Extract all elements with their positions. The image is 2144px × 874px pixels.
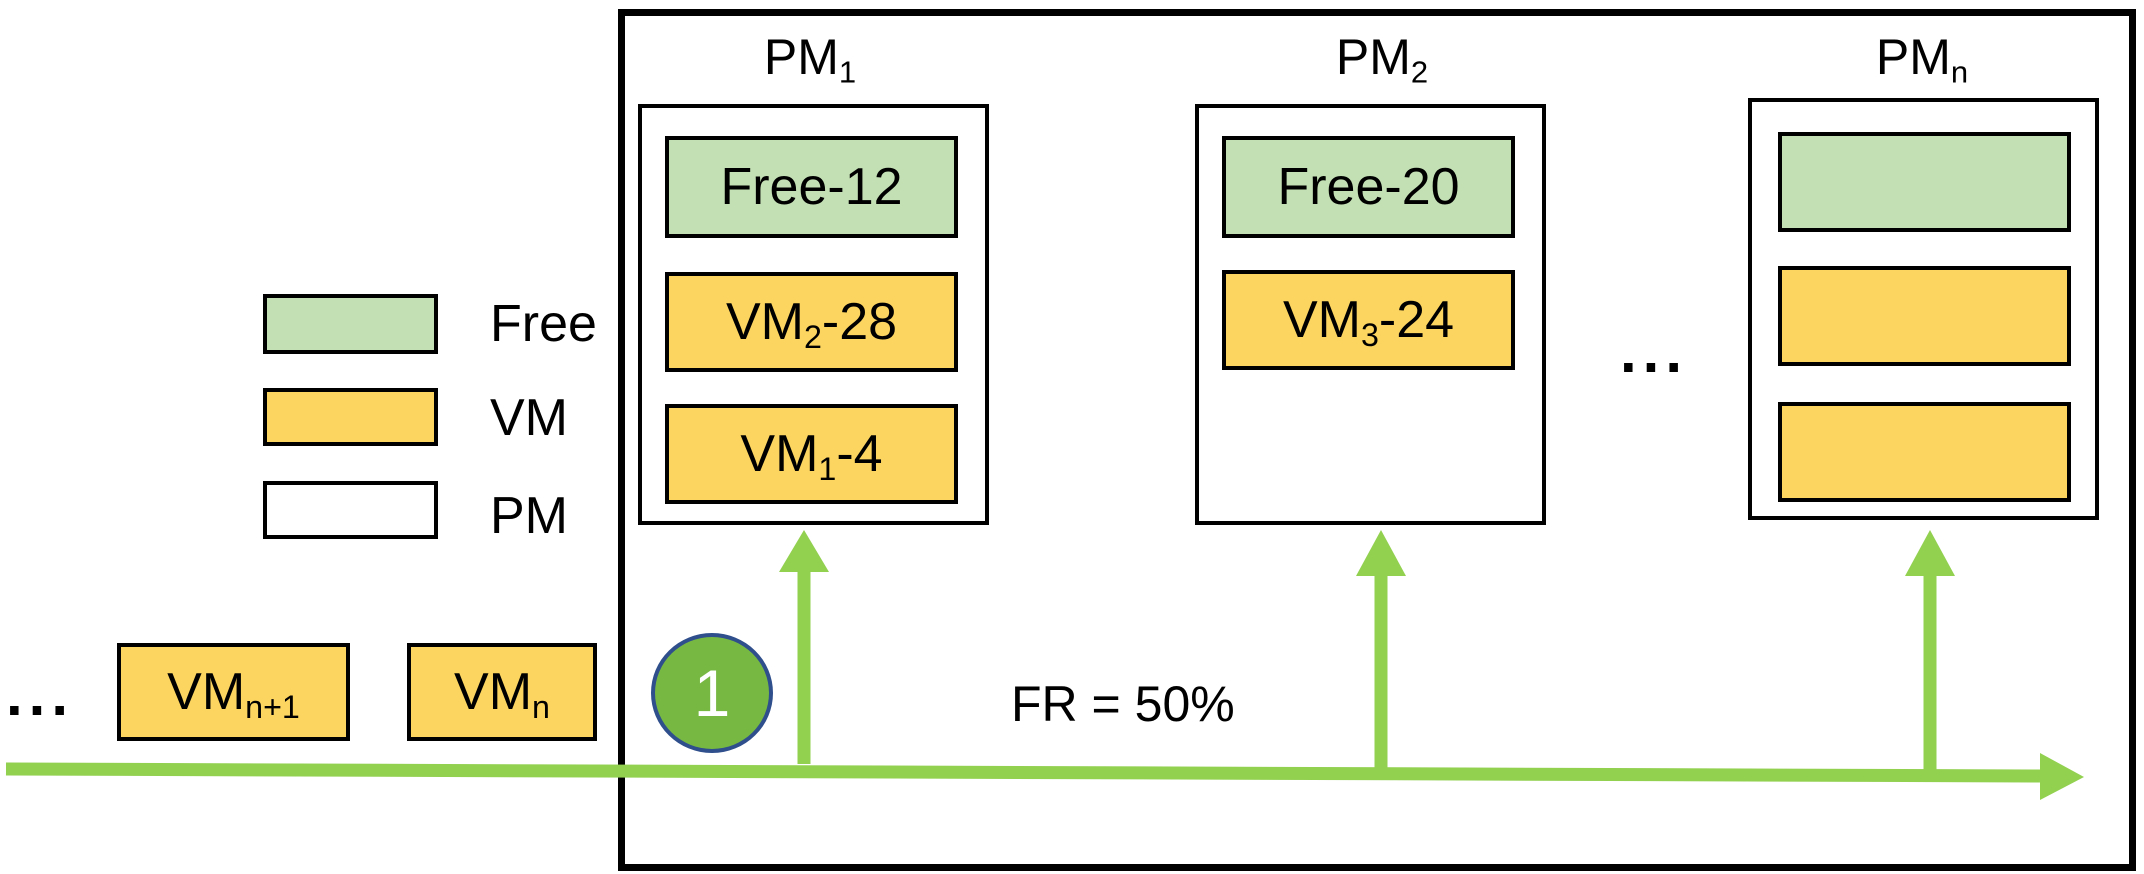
pmn-vm-slot-2 bbox=[1778, 402, 2071, 502]
up-arrow-pm2-head bbox=[1356, 530, 1406, 576]
legend-free-swatch bbox=[263, 294, 438, 354]
pm1-vm2-slot: VM2-28 bbox=[665, 272, 958, 372]
pm1-title: PM1 bbox=[763, 29, 857, 90]
pm1-vm1-slot: VM1-4 bbox=[665, 404, 958, 504]
up-arrow-pm1-head bbox=[779, 530, 829, 572]
legend-vm-label: VM bbox=[490, 389, 568, 447]
queue-vm-n-plus-1: VMn+1 bbox=[117, 643, 350, 741]
scheduler-frame bbox=[618, 9, 2136, 871]
horizontal-arrowhead bbox=[2040, 753, 2084, 800]
queue-vm-n: VMn bbox=[407, 643, 597, 741]
pmn-free-slot bbox=[1778, 132, 2071, 232]
between-pms-ellipsis: ... bbox=[1620, 318, 1689, 385]
fragmentation-rate-label: FR = 50% bbox=[1011, 676, 1235, 732]
pm2-title: PM2 bbox=[1335, 29, 1429, 90]
pm2-vm3-slot: VM3-24 bbox=[1222, 270, 1515, 370]
pmn-vm-slot-1 bbox=[1778, 266, 2071, 366]
step-marker-circle: 1 bbox=[651, 633, 773, 753]
legend-vm-swatch bbox=[263, 388, 438, 446]
up-arrow-pmn-head bbox=[1905, 530, 1955, 576]
pmn-title: PMn bbox=[1875, 29, 1969, 90]
legend-free-label: Free bbox=[490, 295, 597, 353]
legend-pm-label: PM bbox=[490, 487, 568, 545]
pm1-free-slot: Free-12 bbox=[665, 136, 958, 238]
horizontal-flow-line bbox=[5, 762, 2041, 783]
queue-leading-ellipsis: ... bbox=[6, 661, 75, 728]
legend-pm-swatch bbox=[263, 481, 438, 539]
pm2-free-slot: Free-20 bbox=[1222, 136, 1515, 238]
